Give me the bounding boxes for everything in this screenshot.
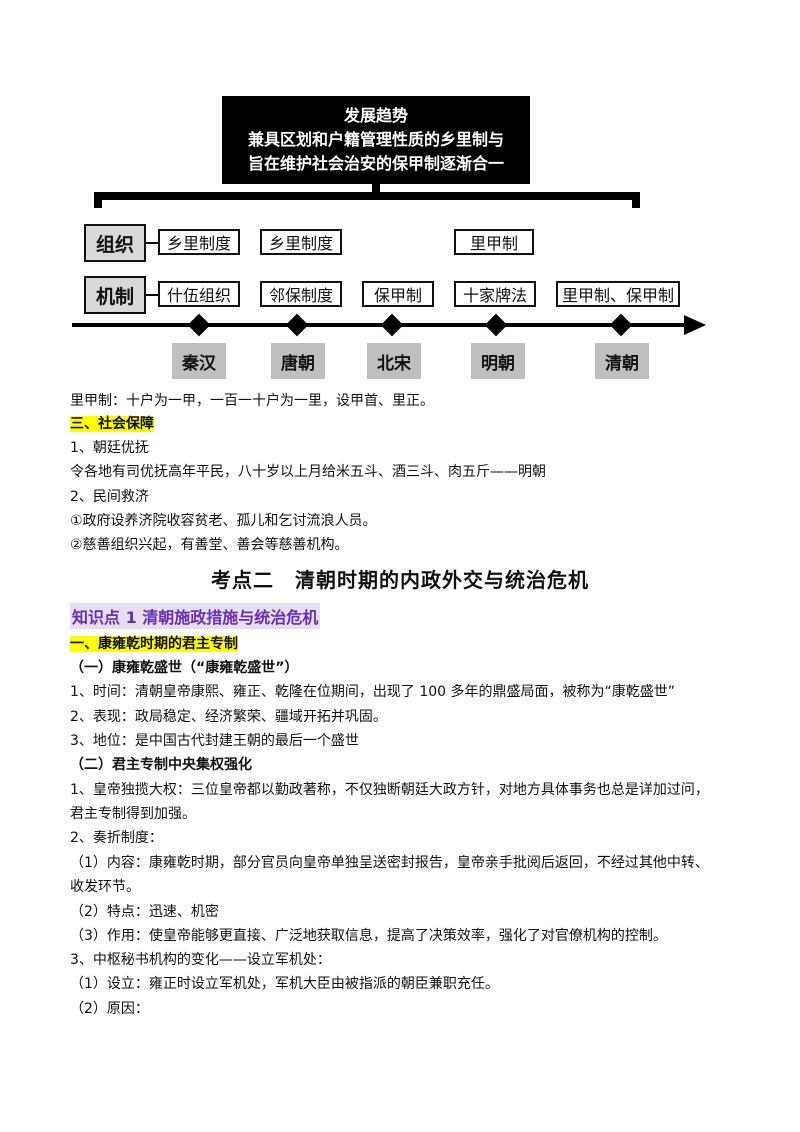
paragraph: 1、皇帝独揽大权：三位皇帝都以勤政著称，不仅独断朝廷大政方针，对地方具体事务也总… (70, 782, 709, 798)
period-label: 北宋 (367, 343, 421, 379)
timeline-arrow-icon (684, 315, 706, 335)
timeline-marker (609, 313, 633, 337)
category-organization: 组织 (84, 224, 146, 262)
period-label: 唐朝 (271, 343, 325, 379)
mech-box: 十家牌法 (454, 281, 536, 307)
timeline-marker (484, 313, 508, 337)
bracket-bar (94, 192, 640, 200)
trend-box: 发展趋势 兼具区划和户籍管理性质的乡里制与 旨在维护社会治安的保甲制逐渐合一 (222, 96, 530, 184)
paragraph: （1）设立：雍正时设立军机处，军机大臣由被指派的朝臣兼职充任。 (70, 976, 499, 992)
mech-box: 邻保制度 (260, 281, 342, 307)
paragraph: 令各地有司优抚高年平民，八十岁以上月给米五斗、酒三斗、肉五斤——明朝 (70, 464, 546, 480)
timeline-marker (380, 313, 404, 337)
page-title: 考点二 清朝时期的内政外交与统治危机 (211, 568, 589, 592)
timeline-marker (187, 313, 211, 337)
paragraph: 2、表现：政局稳定、经济繁荣、疆域开拓并巩固。 (70, 709, 387, 725)
org-box: 乡里制度 (260, 229, 342, 255)
lijia-definition: 里甲制：十户为一甲，一百一十户为一里，设甲首、里正。 (70, 393, 434, 409)
knowledge-point-heading: 知识点 1 清朝施政措施与统治危机 (70, 603, 321, 629)
mech-box: 保甲制 (362, 281, 434, 307)
paragraph: 2、民间救济 (70, 489, 149, 505)
period-label: 明朝 (471, 343, 525, 379)
paragraph: 3、中枢秘书机构的变化——设立军机处： (70, 952, 331, 968)
paragraph: ②慈善组织兴起，有善堂、善会等慈善机构。 (70, 537, 349, 553)
bracket-left (94, 192, 102, 208)
paragraph: ①政府设养济院收容贫老、孤儿和乞讨流浪人员。 (70, 513, 377, 529)
bracket-stem (372, 184, 380, 198)
subsection-heading: （二）君主专制中央集权强化 (70, 757, 252, 773)
trend-line-1: 兼具区划和户籍管理性质的乡里制与 (247, 130, 504, 149)
trend-title: 发展趋势 (343, 106, 408, 125)
section-heading: 一、康雍乾时期的君主专制 (70, 636, 238, 652)
org-box: 乡里制度 (158, 229, 240, 255)
subsection-heading: （一）康雍乾盛世（“康雍乾盛世”） (70, 660, 299, 676)
paragraph: （1）内容：康雍乾时期，部分官员向皇帝单独呈送密封报告，皇帝亲手批阅后返回，不经… (70, 855, 709, 871)
connector-line (146, 242, 166, 244)
org-box: 里甲制 (454, 229, 534, 255)
paragraph: 收发环节。 (70, 879, 140, 895)
category-mechanism: 机制 (84, 276, 146, 314)
period-label: 清朝 (595, 343, 649, 379)
paragraph: 君主专制得到加强。 (70, 806, 196, 822)
connector-line (146, 294, 166, 296)
paragraph: 1、朝廷优抚 (70, 440, 149, 456)
trend-line-2: 旨在维护社会治安的保甲制逐渐合一 (247, 154, 504, 173)
section-heading: 三、社会保障 (70, 416, 154, 432)
timeline-marker (285, 313, 309, 337)
mech-box: 里甲制、保甲制 (556, 281, 680, 307)
period-label: 秦汉 (172, 343, 226, 379)
paragraph: （2）原因： (70, 1001, 149, 1017)
paragraph: 2、奏折制度： (70, 830, 163, 846)
mech-box: 什伍组织 (158, 281, 240, 307)
paragraph: （3）作用：使皇帝能够更直接、广泛地获取信息，提高了决策效率，强化了对官僚机构的… (70, 928, 667, 944)
paragraph: 1、时间：清朝皇帝康熙、雍正、乾隆在位期间，出现了 100 多年的鼎盛局面，被称… (70, 684, 676, 700)
paragraph: 3、地位：是中国古代封建王朝的最后一个盛世 (70, 733, 359, 749)
paragraph: （2）特点：迅速、机密 (70, 904, 219, 920)
bracket-right (632, 192, 640, 208)
